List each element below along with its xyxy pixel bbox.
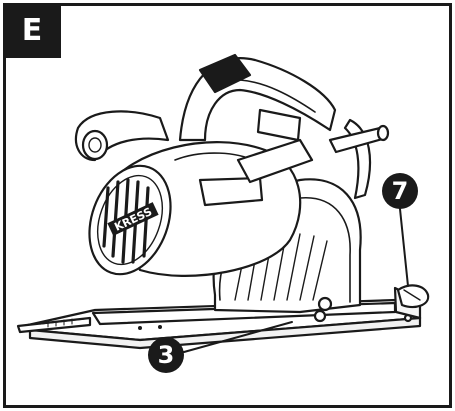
section-label: E [3,3,61,58]
callout-7-badge: 7 [382,173,418,209]
main-handle [178,53,337,142]
auxiliary-handle [74,110,170,162]
callout-7-leader [399,208,409,287]
callout-3-leader [183,321,293,353]
motor-end-cap: KRESS [88,164,172,276]
callout-3-badge: 3 [148,337,184,373]
bevel-lock-knob [396,284,430,309]
rear-handle-bar [328,124,390,154]
